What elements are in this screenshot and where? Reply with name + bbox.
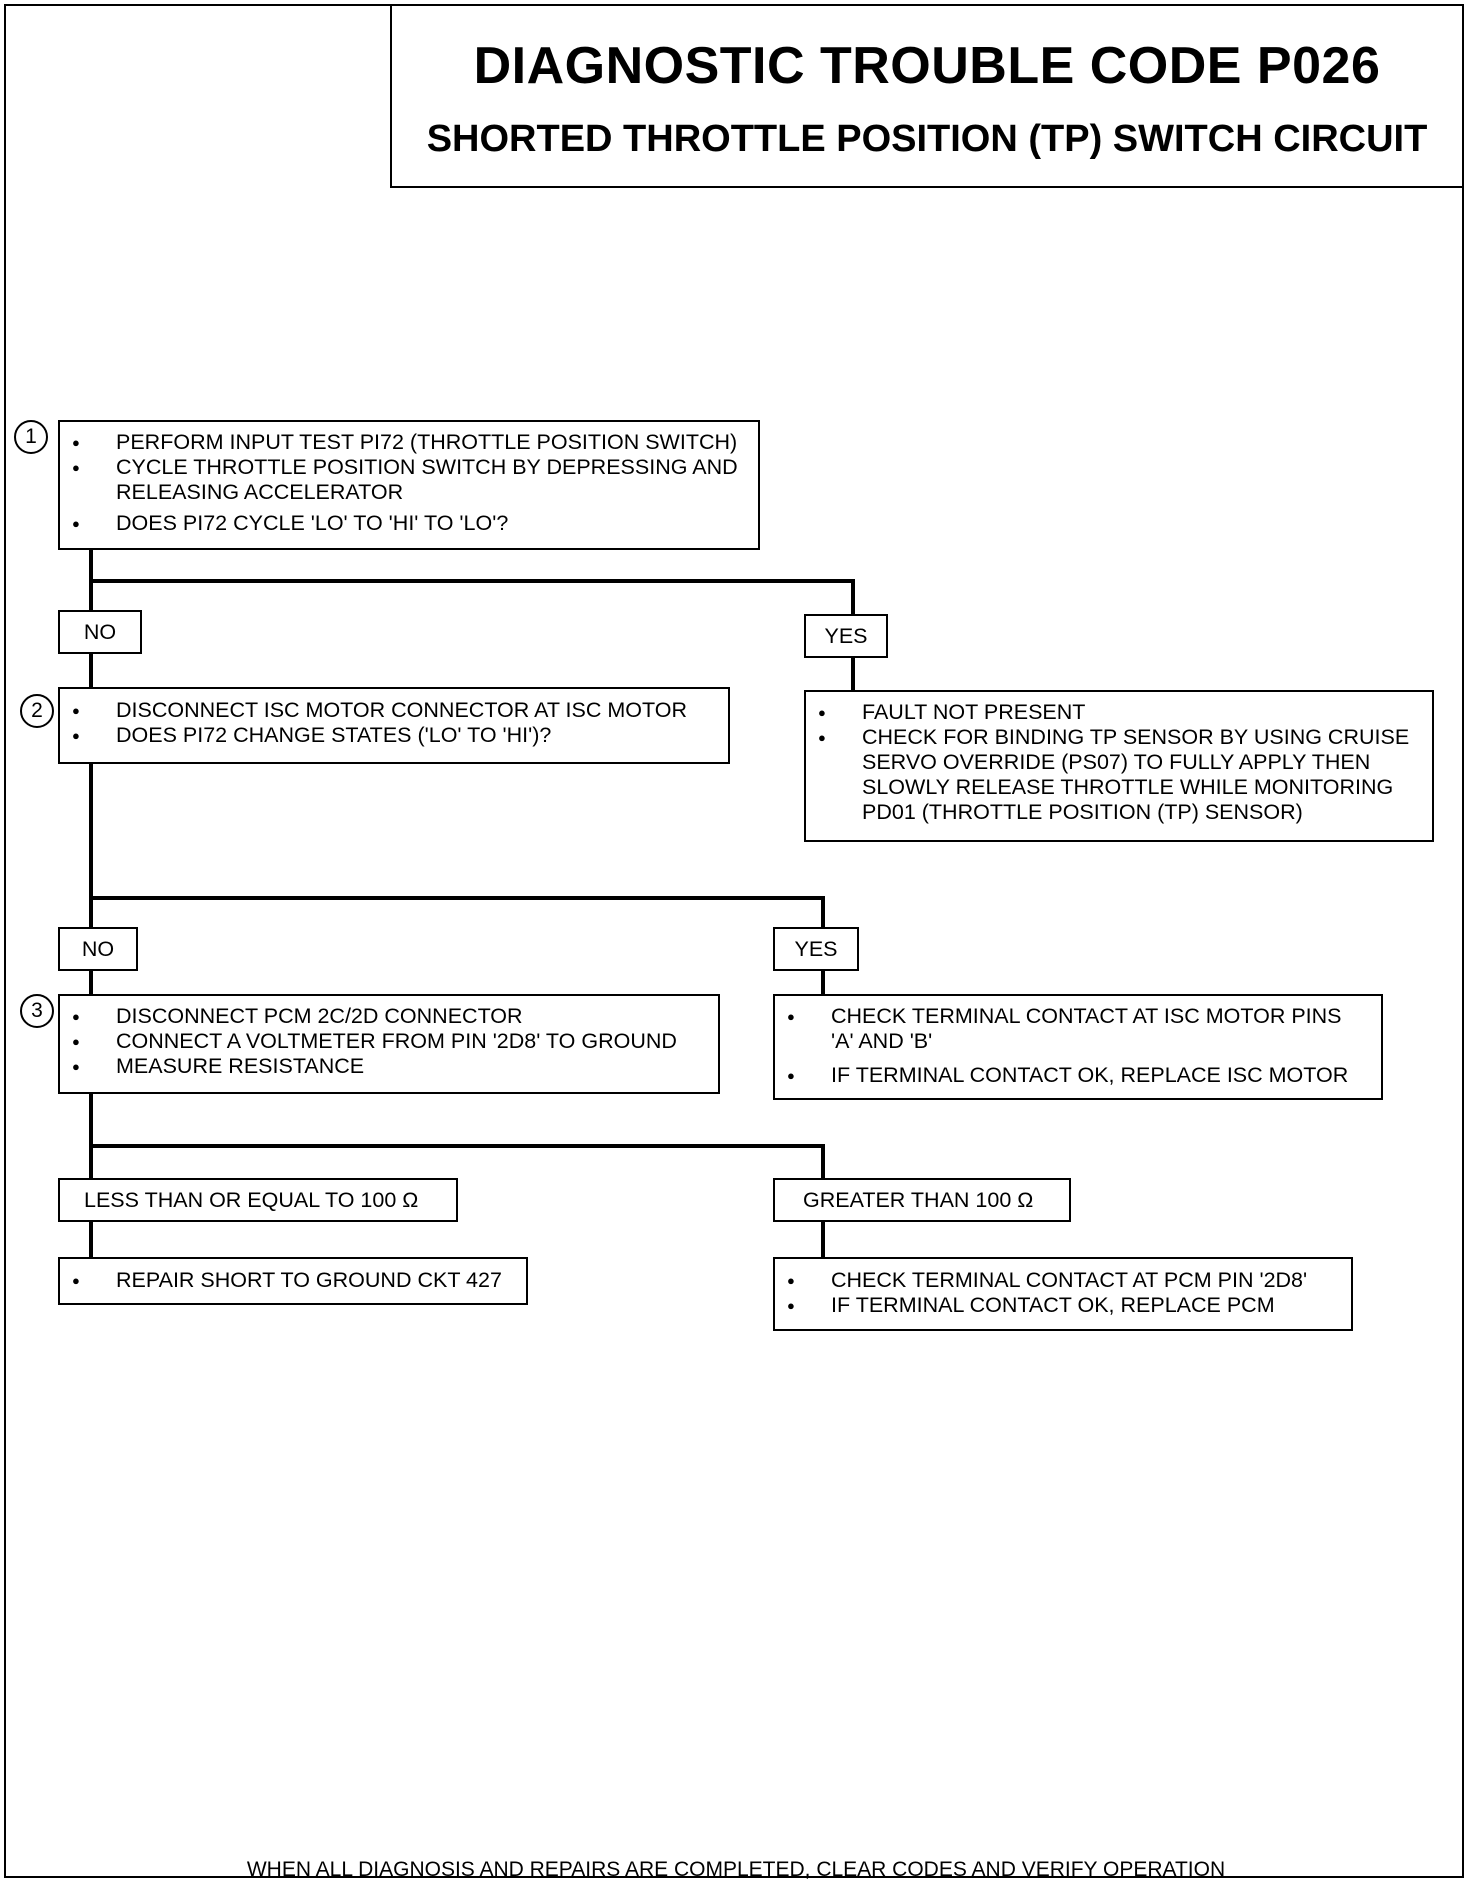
result-right-item: CHECK TERMINAL CONTACT AT PCM PIN '2D8' bbox=[775, 1268, 1351, 1293]
result-left-box: REPAIR SHORT TO GROUND CKT 427 bbox=[58, 1257, 528, 1305]
step-2-item: DISCONNECT ISC MOTOR CONNECTOR AT ISC MO… bbox=[60, 698, 728, 723]
step-1-item-continuation: RELEASING ACCELERATOR bbox=[116, 480, 404, 504]
yes-2-item: CHECK TERMINAL CONTACT AT ISC MOTOR PINS bbox=[775, 1004, 1381, 1029]
step-2-item: DOES PI72 CHANGE STATES ('LO' TO 'HI')? bbox=[60, 723, 728, 748]
page-title: DIAGNOSTIC TROUBLE CODE P026 bbox=[473, 37, 1381, 95]
yes-2-result-box: CHECK TERMINAL CONTACT AT ISC MOTOR PINS… bbox=[773, 994, 1383, 1100]
branch-2-yes-label: YES bbox=[773, 927, 859, 971]
connector-line bbox=[89, 1144, 825, 1148]
connector-line bbox=[89, 579, 855, 583]
yes-1-result-box: FAULT NOT PRESENT CHECK FOR BINDING TP S… bbox=[804, 690, 1434, 842]
step-1-marker: 1 bbox=[14, 420, 48, 454]
branch-3-right-label: GREATER THAN 100 Ω bbox=[773, 1178, 1071, 1222]
yes-2-item: IF TERMINAL CONTACT OK, REPLACE ISC MOTO… bbox=[775, 1063, 1381, 1088]
page-frame bbox=[4, 4, 1464, 1878]
connector-line bbox=[821, 1144, 825, 1178]
footer-note: WHEN ALL DIAGNOSIS AND REPAIRS ARE COMPL… bbox=[246, 1858, 1226, 1881]
branch-1-no-label: NO bbox=[58, 610, 142, 654]
yes-1-item-continuation: SERVO OVERRIDE (PS07) TO FULLY APPLY THE… bbox=[862, 750, 1371, 774]
connector-line bbox=[89, 764, 93, 927]
step-3-box: DISCONNECT PCM 2C/2D CONNECTOR CONNECT A… bbox=[58, 994, 720, 1094]
yes-1-item-continuation: PD01 (THROTTLE POSITION (TP) SENSOR) bbox=[862, 800, 1303, 824]
yes-1-item: FAULT NOT PRESENT bbox=[806, 700, 1432, 725]
branch-3-left-label: LESS THAN OR EQUAL TO 100 Ω bbox=[58, 1178, 458, 1222]
connector-line bbox=[851, 657, 855, 690]
connector-line bbox=[821, 896, 825, 927]
step-2-marker: 2 bbox=[20, 694, 54, 728]
yes-2-item-continuation: 'A' AND 'B' bbox=[831, 1029, 933, 1053]
step-3-item: DISCONNECT PCM 2C/2D CONNECTOR bbox=[60, 1004, 718, 1029]
step-3-item: MEASURE RESISTANCE bbox=[60, 1054, 718, 1079]
connector-line bbox=[821, 1222, 825, 1257]
branch-2-no-label: NO bbox=[58, 927, 138, 971]
step-2-box: DISCONNECT ISC MOTOR CONNECTOR AT ISC MO… bbox=[58, 687, 730, 764]
connector-line bbox=[89, 1222, 93, 1257]
step-3-marker: 3 bbox=[20, 994, 54, 1028]
title-block: DIAGNOSTIC TROUBLE CODE P026 SHORTED THR… bbox=[390, 4, 1464, 188]
step-1-item: PERFORM INPUT TEST PI72 (THROTTLE POSITI… bbox=[60, 430, 758, 455]
connector-line bbox=[89, 896, 825, 900]
branch-1-yes-label: YES bbox=[804, 614, 888, 658]
result-right-box: CHECK TERMINAL CONTACT AT PCM PIN '2D8' … bbox=[773, 1257, 1353, 1331]
page-subtitle: SHORTED THROTTLE POSITION (TP) SWITCH CI… bbox=[426, 118, 1428, 160]
step-3-item: CONNECT A VOLTMETER FROM PIN '2D8' TO GR… bbox=[60, 1029, 718, 1054]
connector-line bbox=[851, 579, 855, 614]
result-right-item: IF TERMINAL CONTACT OK, REPLACE PCM bbox=[775, 1293, 1351, 1318]
step-1-item: CYCLE THROTTLE POSITION SWITCH BY DEPRES… bbox=[60, 455, 758, 480]
result-left-item: REPAIR SHORT TO GROUND CKT 427 bbox=[60, 1268, 526, 1293]
connector-line bbox=[89, 971, 93, 998]
step-1-item: DOES PI72 CYCLE 'LO' TO 'HI' TO 'LO'? bbox=[60, 511, 758, 536]
connector-line bbox=[89, 1094, 93, 1178]
yes-1-item-continuation: SLOWLY RELEASE THROTTLE WHILE MONITORING bbox=[862, 775, 1394, 799]
step-1-box: PERFORM INPUT TEST PI72 (THROTTLE POSITI… bbox=[58, 420, 760, 550]
connector-line bbox=[821, 971, 825, 998]
yes-1-item: CHECK FOR BINDING TP SENSOR BY USING CRU… bbox=[806, 725, 1432, 750]
